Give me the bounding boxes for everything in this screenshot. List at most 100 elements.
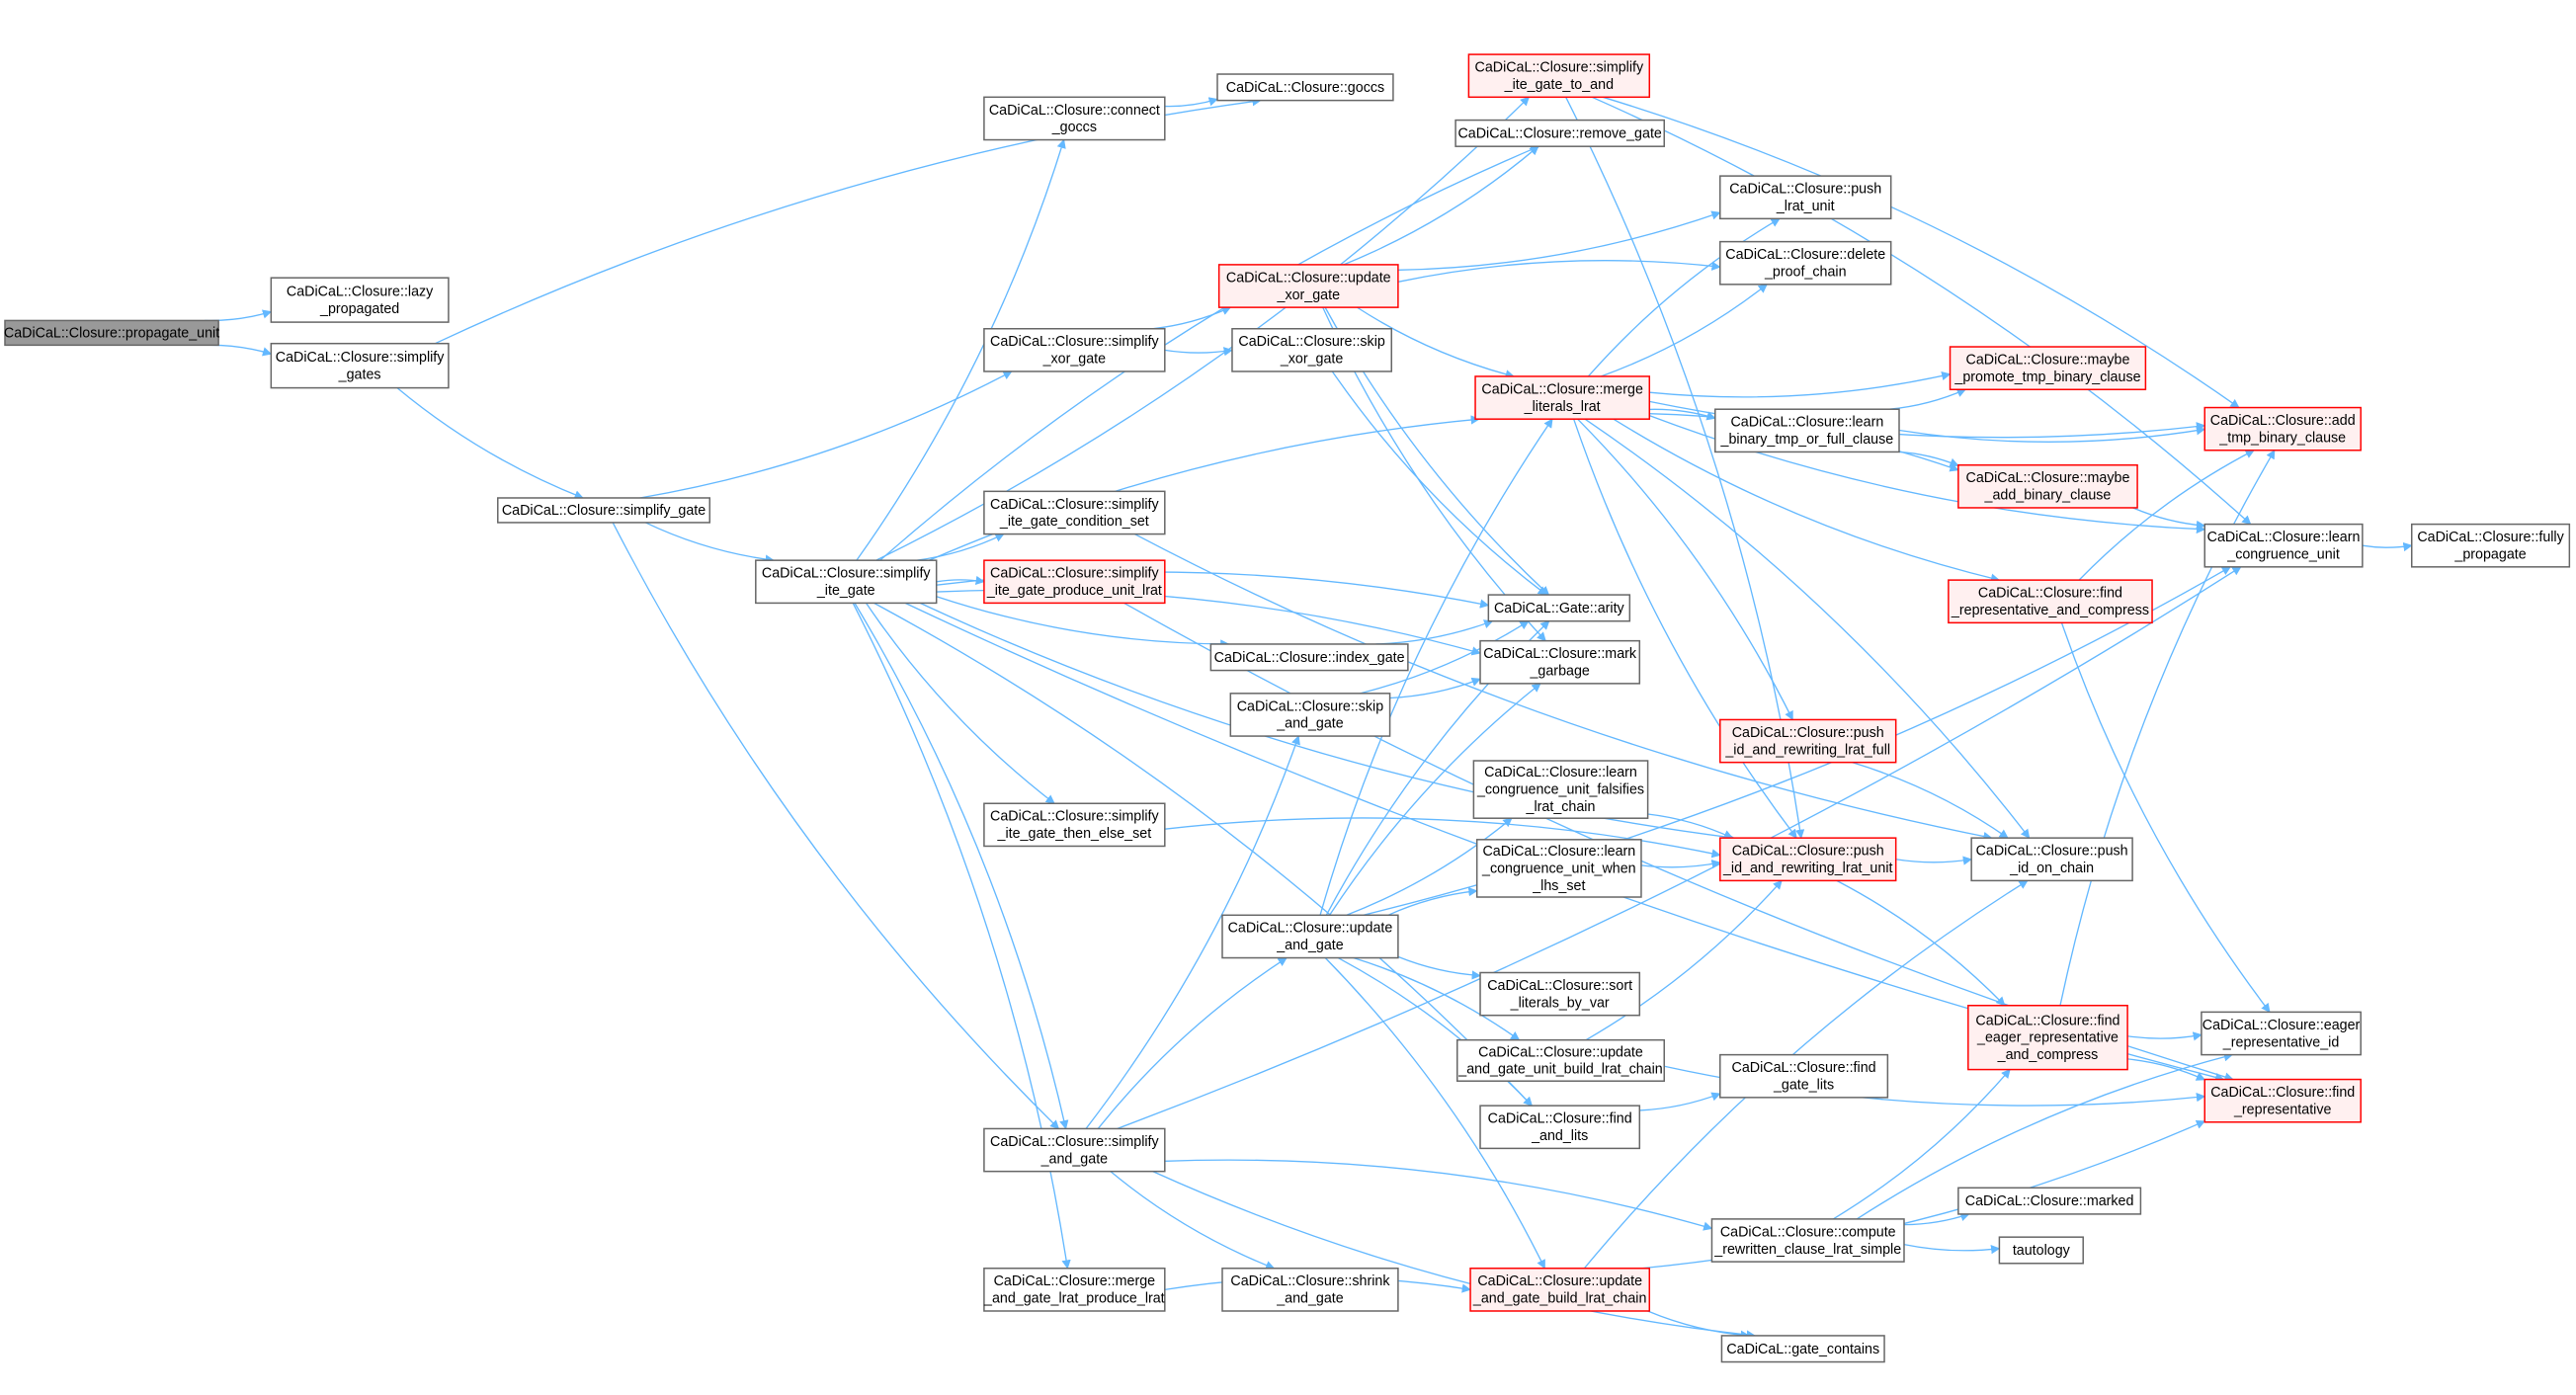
graph-node[interactable]: CaDiCaL::Closure::simplify_xor_gate <box>983 327 1166 372</box>
graph-node[interactable]: CaDiCaL::Closure::push_id_and_rewriting_… <box>1719 837 1897 882</box>
graph-node[interactable]: CaDiCaL::Closure::find_representative_an… <box>1948 579 2153 624</box>
graph-node[interactable]: CaDiCaL::Closure::merge_literals_lrat <box>1474 375 1651 420</box>
graph-node[interactable]: CaDiCaL::Closure::simplify_ite_gate <box>755 559 938 605</box>
node-label: CaDiCaL::Closure::simplify_gate <box>502 503 706 519</box>
graph-node[interactable]: CaDiCaL::Closure::delete_proof_chain <box>1719 240 1892 286</box>
call-edge <box>396 387 584 500</box>
node-label: _propagated <box>319 301 399 317</box>
call-edge <box>1573 418 1797 839</box>
call-edge <box>1375 619 1494 645</box>
graph-node[interactable]: CaDiCaL::Closure::find_gate_lits <box>1719 1053 1889 1099</box>
graph-node[interactable]: CaDiCaL::Gate::arity <box>1487 594 1631 622</box>
graph-node[interactable]: tautology <box>1998 1236 2084 1265</box>
node-label: _and_gate_build_lrat_chain <box>1472 1291 1647 1307</box>
node-label: CaDiCaL::Closure::push <box>1976 844 2128 860</box>
node-label: CaDiCaL::Closure::remove_gate <box>1457 125 1661 141</box>
graph-node[interactable]: CaDiCaL::Closure::learn_binary_tmp_or_fu… <box>1714 408 1900 453</box>
node-box <box>1467 53 1651 99</box>
call-edge <box>1584 418 2031 839</box>
node-label: CaDiCaL::Closure::lazy <box>287 284 434 299</box>
graph-node[interactable]: CaDiCaL::Closure::eager_representative_i… <box>2201 1011 2362 1056</box>
node-label: _and_gate_lrat_produce_lrat <box>983 1291 1165 1307</box>
graph-node[interactable]: CaDiCaL::gate_contains <box>1720 1335 1885 1363</box>
call-edge <box>929 415 1480 561</box>
graph-node[interactable]: CaDiCaL::Closure::update_and_gate_unit_b… <box>1456 1038 1665 1082</box>
node-box <box>1948 579 2153 624</box>
call-edge <box>1895 856 1973 865</box>
graph-node[interactable]: CaDiCaL::Closure::simplify_ite_gate_then… <box>983 802 1166 848</box>
call-edge <box>2132 507 2206 531</box>
node-label: CaDiCaL::Closure::find <box>2210 1085 2355 1101</box>
node-box <box>1719 175 1892 220</box>
graph-node[interactable]: CaDiCaL::Closure::shrink_and_gate <box>1221 1268 1399 1312</box>
node-box <box>1714 408 1900 453</box>
node-label: _representative_and_compress <box>1951 603 2149 618</box>
graph-node[interactable]: CaDiCaL::Closure::skip_xor_gate <box>1231 327 1392 372</box>
graph-node[interactable]: CaDiCaL::Closure::fully_propagate <box>2410 523 2571 568</box>
node-box <box>1957 463 2138 509</box>
graph-node[interactable]: CaDiCaL::Closure::index_gate <box>1209 643 1409 672</box>
node-box <box>1970 837 2133 882</box>
node-label: CaDiCaL::Closure::shrink <box>1230 1273 1390 1289</box>
graph-node[interactable]: CaDiCaL::Closure::goccs <box>1216 73 1394 102</box>
graph-node[interactable]: CaDiCaL::Closure::push_id_and_rewriting_… <box>1719 718 1897 764</box>
node-label: _and_compress <box>1997 1047 2099 1063</box>
node-box <box>1998 1236 2084 1265</box>
graph-node[interactable]: CaDiCaL::Closure::propagate_unit <box>4 319 219 347</box>
graph-node[interactable]: CaDiCaL::Closure::find_eager_representat… <box>1967 1004 2128 1071</box>
graph-node[interactable]: CaDiCaL::Closure::merge_and_gate_lrat_pr… <box>983 1268 1166 1312</box>
call-edge <box>1357 306 1515 379</box>
graph-node[interactable]: CaDiCaL::Closure::add_tmp_binary_clause <box>2203 406 2362 451</box>
node-box <box>2201 1011 2362 1056</box>
node-label: _binary_tmp_or_full_clause <box>1720 432 1894 448</box>
graph-node[interactable]: CaDiCaL::Closure::simplify_gate <box>497 497 711 524</box>
graph-node[interactable]: CaDiCaL::Closure::update_and_gate_build_… <box>1469 1268 1651 1312</box>
graph-node[interactable]: CaDiCaL::Closure::skip_and_gate <box>1229 693 1391 737</box>
call-edge <box>1353 956 1521 1041</box>
graph-node[interactable]: CaDiCaL::Closure::find_and_lits <box>1479 1105 1641 1150</box>
node-box <box>4 319 219 347</box>
node-box <box>1719 240 1892 286</box>
graph-node[interactable]: CaDiCaL::Closure::remove_gate <box>1454 119 1665 147</box>
graph-node[interactable]: CaDiCaL::Closure::mark_garbage <box>1479 639 1641 685</box>
graph-node[interactable]: CaDiCaL::Closure::connect_goccs <box>983 96 1166 141</box>
call-edge <box>1397 259 1721 283</box>
node-label: CaDiCaL::Closure::eager <box>2202 1018 2361 1033</box>
node-label: CaDiCaL::Closure::update <box>1478 1044 1643 1060</box>
graph-node[interactable]: CaDiCaL::Closure::maybe_add_binary_claus… <box>1957 463 2138 509</box>
node-label: CaDiCaL::Closure::find <box>1488 1111 1632 1127</box>
node-box <box>2203 406 2362 451</box>
graph-node[interactable]: CaDiCaL::Closure::learn_congruence_unit_… <box>1475 839 1642 898</box>
node-label: CaDiCaL::Closure::push <box>1729 182 1881 198</box>
node-label: _garbage <box>1529 664 1589 680</box>
graph-node[interactable]: CaDiCaL::Closure::simplify_ite_gate_cond… <box>983 490 1166 535</box>
graph-node[interactable]: CaDiCaL::Closure::learn_congruence_unit_… <box>1472 760 1649 819</box>
node-box <box>1456 1038 1665 1082</box>
node-label: CaDiCaL::Closure::simplify <box>762 566 931 582</box>
graph-node[interactable]: CaDiCaL::Closure::find_representative <box>2203 1078 2362 1123</box>
graph-node[interactable]: CaDiCaL::Closure::maybe_promote_tmp_bina… <box>1949 346 2147 391</box>
node-box <box>1209 643 1409 672</box>
graph-node[interactable]: CaDiCaL::Closure::learn_congruence_unit <box>2203 523 2364 568</box>
node-label: CaDiCaL::Closure::update <box>1477 1273 1642 1289</box>
graph-node[interactable]: CaDiCaL::Closure::simplify_ite_gate_prod… <box>983 559 1166 605</box>
graph-node[interactable]: CaDiCaL::Closure::simplify_ite_gate_to_a… <box>1467 53 1651 99</box>
node-box <box>1217 264 1399 308</box>
graph-node[interactable]: CaDiCaL::Closure::update_and_gate <box>1221 914 1399 959</box>
node-label: _id_and_rewriting_lrat_full <box>1724 742 1890 758</box>
graph-node[interactable]: CaDiCaL::Closure::push_lrat_unit <box>1719 175 1892 220</box>
call-edge <box>1389 677 1481 699</box>
node-label: _congruence_unit <box>2226 547 2340 563</box>
graph-node[interactable]: CaDiCaL::Closure::compute_rewritten_clau… <box>1710 1218 1905 1263</box>
graph-node[interactable]: CaDiCaL::Closure::simplify_gates <box>270 342 450 389</box>
node-box <box>2410 523 2571 568</box>
graph-node[interactable]: CaDiCaL::Closure::sort_literals_by_var <box>1479 971 1641 1017</box>
graph-node[interactable]: CaDiCaL::Closure::lazy_propagated <box>270 277 450 323</box>
node-box <box>1221 1268 1399 1312</box>
graph-node[interactable]: CaDiCaL::Closure::update_xor_gate <box>1217 264 1399 308</box>
node-label: CaDiCaL::Closure::simplify <box>276 350 445 366</box>
graph-node[interactable]: CaDiCaL::Closure::push_id_on_chain <box>1970 837 2133 882</box>
graph-node[interactable]: CaDiCaL::Closure::marked <box>1957 1187 2142 1215</box>
node-label: CaDiCaL::Closure::skip <box>1238 334 1384 350</box>
graph-node[interactable]: CaDiCaL::Closure::simplify_and_gate <box>983 1127 1166 1173</box>
